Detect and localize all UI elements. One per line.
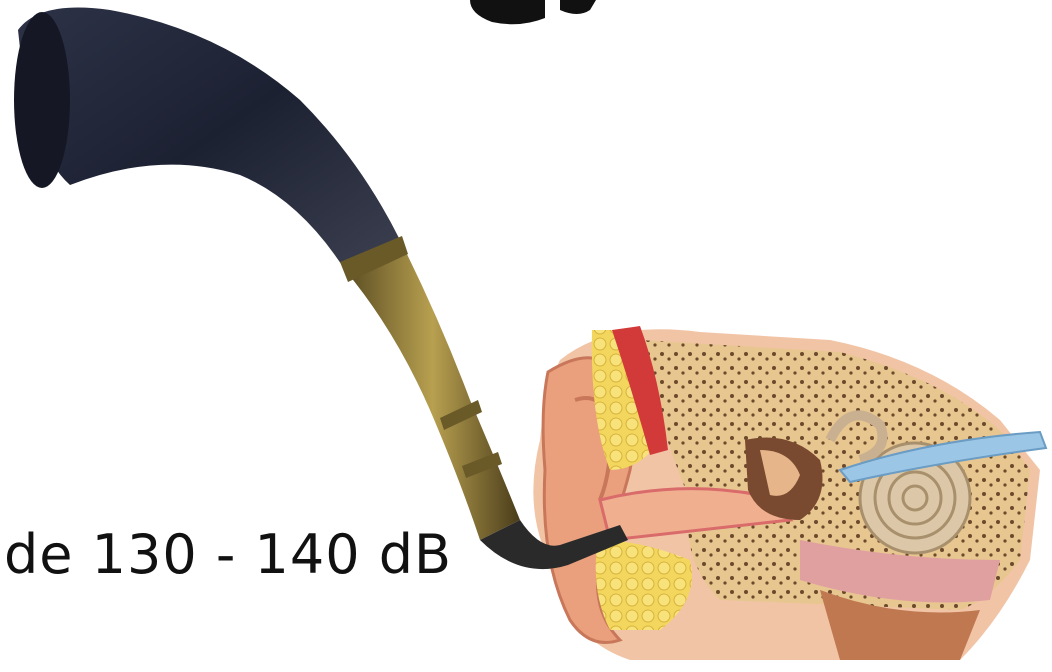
caption-text: de 130 - 140 dB — [4, 520, 452, 590]
